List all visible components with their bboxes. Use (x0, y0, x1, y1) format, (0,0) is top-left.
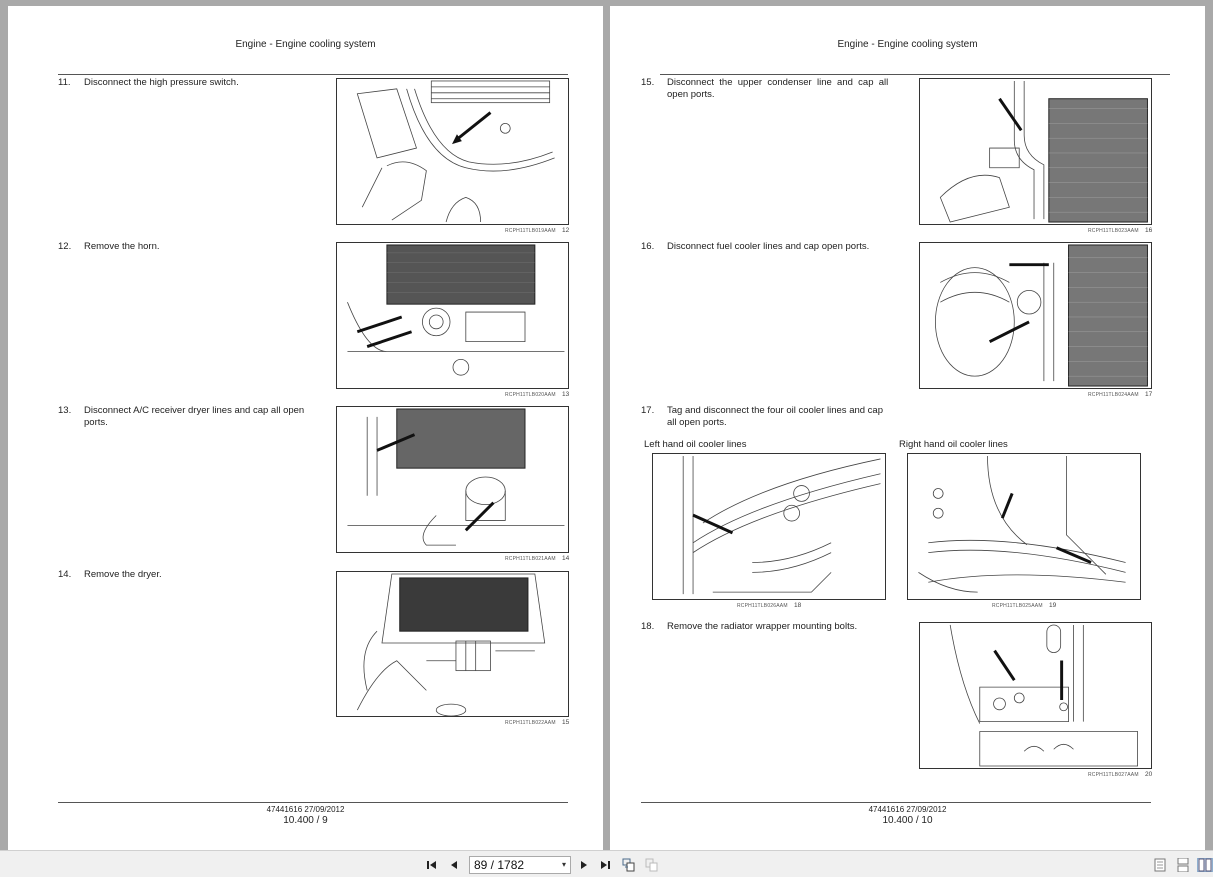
prev-page-button[interactable] (447, 858, 461, 872)
step-number: 16. (641, 241, 655, 252)
last-page-button[interactable] (598, 858, 612, 872)
figure-16-upper-condenser-line (919, 78, 1152, 225)
footer-rule (58, 802, 568, 803)
step-text: Disconnect fuel cooler lines and cap ope… (667, 241, 870, 252)
step-text-line2: open ports. (667, 88, 715, 100)
page-header: Engine - Engine cooling system (837, 39, 978, 50)
page-footer: 47441616 27/09/2012 10.400 / 9 (8, 805, 603, 826)
last-page-icon (601, 861, 610, 869)
next-view-button[interactable] (645, 858, 659, 872)
next-view-icon (645, 858, 658, 872)
step-text: Disconnect the high pressure switch. (84, 77, 239, 88)
step-12: 12. Remove the horn. (58, 241, 328, 255)
step-text: Remove the horn. (84, 241, 160, 252)
first-page-icon (427, 861, 436, 869)
figure-code: RCPH11TLB026AAM (737, 603, 788, 609)
figure-code: RCPH11TLB019AAM (505, 228, 556, 234)
continuous-view-button[interactable] (1176, 858, 1190, 872)
step-number: 14. (58, 569, 72, 580)
figure-13-horn (336, 242, 569, 389)
figure-number: 18 (794, 602, 802, 609)
step-text-line2: ports. (84, 416, 108, 428)
figure-code: RCPH11TLB025AAM (992, 603, 1043, 609)
figure-number: 19 (1049, 602, 1057, 609)
figure-number: 20 (1145, 771, 1153, 778)
page-footer: 47441616 27/09/2012 10.400 / 10 (610, 805, 1205, 826)
document-viewer[interactable]: Engine - Engine cooling system 11. Disco… (0, 0, 1213, 850)
figure-code: RCPH11TLB024AAM (1088, 392, 1139, 398)
figure-20-radiator-wrapper-bolts (919, 622, 1152, 769)
next-page-icon (581, 861, 587, 869)
two-page-icon (1198, 858, 1212, 872)
single-page-view-button[interactable] (1153, 858, 1167, 872)
page-number-select[interactable]: 89 / 1782 ▾ (469, 856, 571, 874)
step-18: 18. Remove the radiator wrapper mounting… (641, 621, 931, 635)
figure-14-receiver-dryer (336, 406, 569, 553)
header-rule (660, 74, 1170, 75)
figure-number: 14 (562, 555, 570, 562)
page-left: Engine - Engine cooling system 11. Disco… (8, 6, 603, 850)
prev-page-icon (451, 861, 457, 869)
document-number-date: 47441616 27/09/2012 (868, 805, 947, 814)
figure-code: RCPH11TLB022AAM (505, 720, 556, 726)
left-hand-label: Left hand oil cooler lines (644, 439, 747, 450)
figure-code: RCPH11TLB020AAM (505, 392, 556, 398)
single-page-icon (1154, 858, 1166, 872)
step-13: 13. Disconnect A/C receiver dryer lines … (58, 405, 328, 431)
figure-19-right-oil-cooler-lines (907, 453, 1141, 600)
step-number: 11. (58, 77, 71, 88)
illustration (356, 80, 555, 223)
step-15: 15. Disconnect the upper condenser line … (641, 77, 911, 103)
step-text-line2: all open ports. (667, 416, 727, 428)
two-page-view-button[interactable] (1197, 858, 1213, 872)
figure-number: 15 (562, 719, 570, 726)
figure-number: 13 (562, 391, 570, 398)
navigation-toolbar: 89 / 1782 ▾ (0, 850, 1213, 877)
continuous-page-icon (1177, 858, 1189, 872)
figure-code: RCPH11TLB021AAM (505, 556, 556, 562)
figure-number: 16 (1145, 227, 1153, 234)
page-indicator: 89 / 1782 (474, 858, 525, 872)
figure-number: 17 (1145, 391, 1153, 398)
step-11: 11. Disconnect the high pressure switch. (58, 77, 328, 91)
figure-12-high-pressure-switch (336, 78, 569, 225)
step-text-line1: Disconnect A/C receiver dryer lines and … (84, 405, 305, 416)
step-17: 17. Tag and disconnect the four oil cool… (641, 405, 911, 431)
step-14: 14. Remove the dryer. (58, 569, 328, 583)
step-text: Remove the radiator wrapper mounting bol… (667, 621, 858, 632)
figure-17-fuel-cooler-lines (919, 242, 1152, 389)
first-page-button[interactable] (425, 858, 439, 872)
step-text-line1: Tag and disconnect the four oil cooler l… (667, 405, 883, 416)
step-number: 17. (641, 405, 655, 416)
step-number: 13. (58, 405, 72, 416)
section-page-number: 10.400 / 9 (283, 815, 328, 826)
right-hand-label: Right hand oil cooler lines (899, 439, 1008, 450)
step-number: 18. (641, 621, 655, 632)
section-page-number: 10.400 / 10 (882, 815, 933, 826)
figure-18-left-oil-cooler-lines (652, 453, 886, 600)
figure-15-dryer (336, 571, 569, 717)
dropdown-caret-icon: ▾ (561, 860, 566, 869)
step-text-line1: Disconnect the upper condenser line and … (667, 77, 889, 88)
previous-view-button[interactable] (622, 858, 636, 872)
step-number: 12. (58, 241, 72, 252)
page-right: Engine - Engine cooling system 15. Disco… (610, 6, 1205, 850)
page-header: Engine - Engine cooling system (235, 39, 376, 50)
footer-rule (641, 802, 1151, 803)
step-number: 15. (641, 77, 655, 88)
header-rule (58, 74, 568, 75)
step-16: 16. Disconnect fuel cooler lines and cap… (641, 241, 931, 255)
figure-number: 12 (562, 227, 570, 234)
step-text: Remove the dryer. (84, 569, 162, 580)
previous-view-icon (622, 858, 635, 872)
figure-code: RCPH11TLB023AAM (1088, 228, 1139, 234)
next-page-button[interactable] (577, 858, 591, 872)
document-number-date: 47441616 27/09/2012 (266, 805, 345, 814)
figure-code: RCPH11TLB027AAM (1088, 772, 1139, 778)
